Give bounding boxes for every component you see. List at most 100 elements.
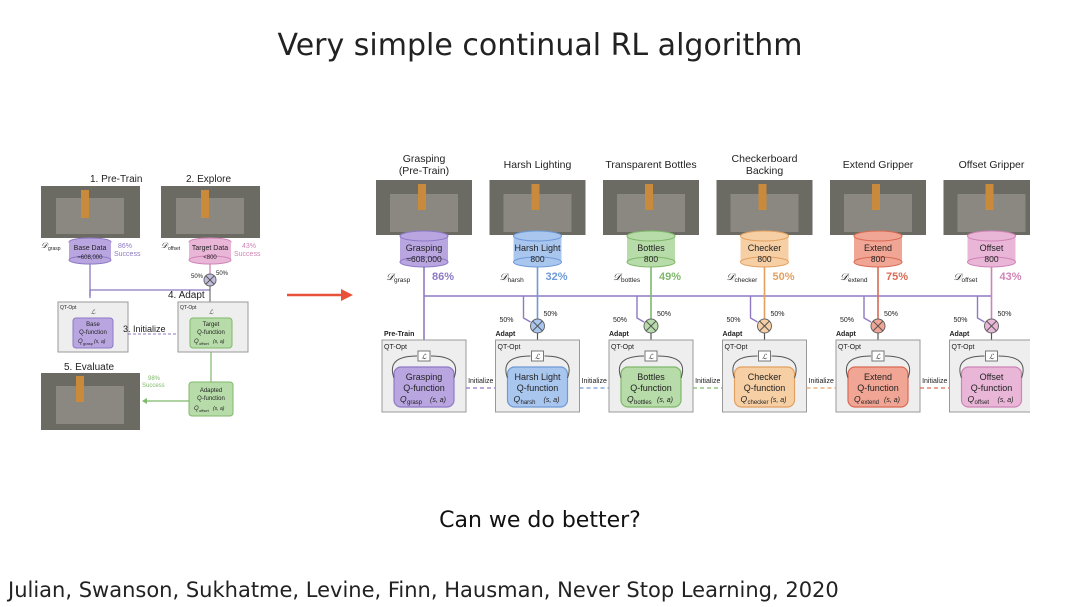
- loss-icon-offset: ℒ: [989, 353, 995, 361]
- db-count-grasp: ≈608,000: [406, 254, 442, 264]
- qt-opt-label-bottles: QT-Opt: [611, 344, 634, 351]
- loss-box-grasp: [417, 350, 431, 362]
- db-count-extend: 800: [871, 254, 885, 264]
- db-count-harsh: 800: [530, 254, 544, 264]
- q-function-name-checker: Checker: [748, 372, 782, 382]
- qt-opt-label-offset: QT-Opt: [952, 344, 975, 351]
- q-sub-bottles: bottles: [634, 400, 652, 406]
- dataset-symbol-bottles: 𝒟: [613, 272, 623, 283]
- column-photo-robot-extend: [872, 184, 880, 210]
- mix-node-x2-bottles: [645, 320, 657, 332]
- q-symbol-grasp: Q: [400, 394, 407, 404]
- mix-node-x2-extend: [872, 320, 884, 332]
- loss-icon-bottles: ℒ: [648, 353, 654, 361]
- qt-opt-label-grasp: QT-Opt: [384, 344, 407, 351]
- dataset-symbol-extend: 𝒟: [840, 272, 850, 283]
- loss-icon-harsh: ℒ: [535, 353, 541, 361]
- loop-arrow-left-bottles: [618, 355, 645, 379]
- q-function-box-extend: [847, 366, 909, 408]
- loop-arrow-left-grasp: [391, 355, 418, 379]
- db-top-grasp: [399, 230, 449, 242]
- loop-arrow-left-checker: [732, 355, 758, 379]
- adapted-line1: Adapted: [200, 388, 222, 394]
- adapted-line2: Q-function: [197, 396, 225, 402]
- eval-success-word: Success: [142, 383, 165, 389]
- target-success-pct: 43%: [242, 243, 256, 250]
- base-q-line2: Q-function: [79, 330, 107, 336]
- adapt-label-checker: Adapt: [723, 331, 744, 338]
- adapted-q-function-box: Adapted Q-function Q offset (s, a): [188, 381, 234, 417]
- column-header-extend: Extend Gripper: [843, 159, 914, 171]
- db-count-offset: 800: [984, 254, 998, 264]
- q-sub-checker: checker: [748, 400, 769, 406]
- loss-box-checker: [758, 350, 771, 362]
- slide-question: Can we do better?: [439, 508, 641, 533]
- success-pct-grasp: 86%: [432, 271, 454, 283]
- success-pct-offset: 43%: [1000, 271, 1022, 283]
- db-top-bottles: [626, 230, 676, 242]
- mix-left-pct-checker: 50%: [727, 317, 741, 324]
- step-evaluate-label: 5. Evaluate: [64, 362, 114, 373]
- step-pretrain-label: 1. Pre-Train: [90, 174, 142, 185]
- initialize-label-checker: Initialize: [809, 378, 834, 385]
- base-q-sub: grasp: [83, 341, 94, 346]
- mix-left-pct-offset: 50%: [954, 317, 968, 324]
- base-data-db: Base Data ≈608,000: [68, 237, 112, 265]
- dataset-sub-harsh: harsh: [508, 277, 525, 284]
- target-q-function-panel: QT-Opt Target Q-function Q offset (s, a)…: [177, 301, 249, 353]
- db-top-extend: [853, 230, 903, 242]
- q-function-box-checker: [733, 366, 796, 408]
- loss-box-extend: [871, 350, 885, 362]
- q-function-name-harsh: Harsh Light: [514, 372, 561, 382]
- target-q-args: (s, a): [213, 339, 225, 345]
- q-args-grasp: (s, a): [430, 397, 446, 404]
- mix-right-pct-bottles: 50%: [657, 311, 671, 318]
- loop-arrow-right-bottles: [657, 355, 684, 379]
- loop-arrow-left-offset: [959, 355, 985, 379]
- db-count-checker: 800: [757, 254, 771, 264]
- column-photo-robot-harsh: [531, 184, 540, 210]
- column-header-bottles: Transparent Bottles: [605, 159, 696, 171]
- loss-icon-extend: ℒ: [875, 353, 881, 361]
- dataset-symbol-harsh: 𝒟: [500, 272, 510, 283]
- q-symbol-offset: Q: [968, 394, 975, 404]
- qt-opt-label-extend: QT-Opt: [838, 344, 861, 351]
- target-q-symbol: Q: [194, 339, 199, 345]
- mix-right-pct-offset: 50%: [998, 311, 1012, 318]
- q-function-box-grasp: [393, 366, 455, 408]
- q-function-name-bottles: Bottles: [637, 372, 665, 382]
- d-grasp-sub: grasp: [48, 246, 61, 252]
- slide-title: Very simple continual RL algorithm: [277, 28, 803, 63]
- target-q-sub: offset: [199, 341, 210, 346]
- q-function-word-bottles: Q-function: [630, 383, 672, 393]
- loop-arrow-right-offset: [998, 355, 1024, 379]
- target-data-label: Target Data: [192, 245, 228, 252]
- dataset-sub-grasp: grasp: [394, 277, 411, 284]
- adapt-label-extend: Adapt: [836, 331, 857, 338]
- base-q-symbol: Q: [78, 339, 83, 345]
- success-pct-harsh: 32%: [546, 271, 568, 283]
- dataset-sub-extend: extend: [848, 277, 868, 284]
- loss-box-bottles: [644, 350, 658, 362]
- column-header-offset: Offset Gripper: [959, 159, 1025, 171]
- qt-opt-label-2: QT-Opt: [180, 305, 197, 311]
- evaluate-photo: [41, 373, 140, 430]
- loop-arrow-right-grasp: [430, 355, 457, 379]
- target-q-line2: Q-function: [197, 330, 225, 336]
- dataset-sub-offset: offset: [962, 277, 978, 284]
- base-data-count: ≈608,000: [78, 255, 104, 261]
- q-symbol-extend: Q: [854, 394, 861, 404]
- mix-right-pct-extend: 50%: [884, 311, 898, 318]
- db-top-checker: [740, 230, 789, 242]
- qt-opt-label-checker: QT-Opt: [725, 344, 748, 351]
- column-header-grasp: Grasping: [403, 153, 446, 165]
- q-sub-harsh: harsh: [521, 400, 536, 406]
- step-initialize-label: 3. Initialize: [123, 324, 166, 334]
- q-function-name-offset: Offset: [980, 372, 1004, 382]
- q-sub-extend: extend: [861, 400, 879, 406]
- db-top-harsh: [513, 230, 562, 242]
- adapted-q-symbol: Q: [194, 406, 199, 412]
- d-grasp-symbol: 𝒟: [41, 241, 49, 250]
- db-label-extend: Extend: [864, 243, 892, 253]
- q-function-word-extend: Q-function: [857, 383, 899, 393]
